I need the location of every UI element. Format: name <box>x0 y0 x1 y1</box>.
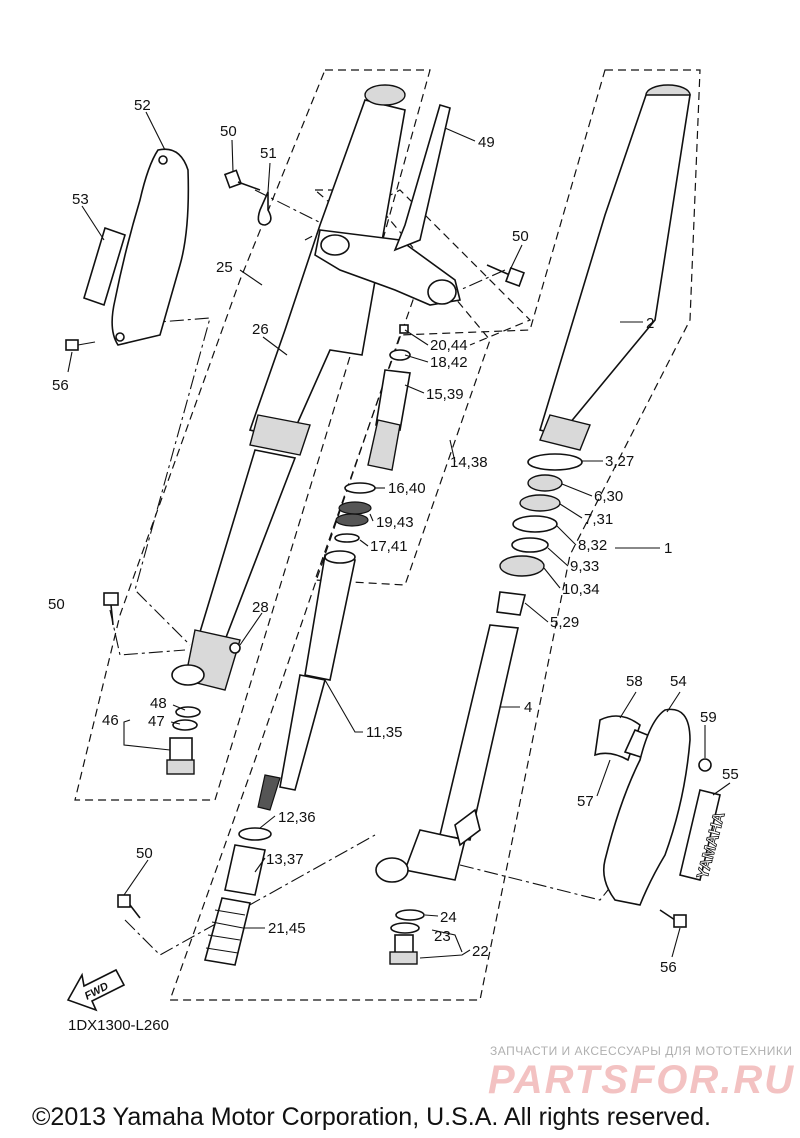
part-51-hose-clip[interactable] <box>257 191 272 226</box>
part-53-decal[interactable] <box>83 226 126 307</box>
part-8-32-slide-metal[interactable] <box>512 515 558 533</box>
label-14-38: 14,38 <box>450 454 488 471</box>
label-49: 49 <box>478 134 495 151</box>
watermark-tagline: ЗАПЧАСТИ И АКСЕССУАРЫ ДЛЯ МОТОТЕХНИКИ <box>490 1044 792 1058</box>
label-6-30: 6,30 <box>594 488 623 505</box>
guard-hole-top <box>158 155 168 165</box>
part-55-decal[interactable] <box>679 789 721 881</box>
label-50-lower: 50 <box>136 845 153 862</box>
diagram-code: 1DX1300-L260 <box>68 1017 169 1034</box>
part-28-bleed-screw[interactable] <box>229 642 241 654</box>
part-22-center-bolt[interactable] <box>389 934 418 965</box>
label-21-45: 21,45 <box>268 920 306 937</box>
fwd-arrow-icon: FWD <box>66 968 126 1012</box>
guard-hole-bottom <box>115 332 125 342</box>
part-50-bolt-top[interactable] <box>223 169 261 191</box>
part-9-33-washer[interactable] <box>511 537 549 553</box>
group-outline-left-fork <box>74 69 431 801</box>
part-50-bolt-left-lower[interactable] <box>103 592 119 626</box>
part-50-bolt-bracket[interactable] <box>486 264 525 287</box>
label-2: 2 <box>646 315 654 332</box>
label-28: 28 <box>252 599 269 616</box>
label-53: 53 <box>72 191 89 208</box>
label-56-left: 56 <box>52 377 69 394</box>
label-18-42: 18,42 <box>430 354 468 371</box>
part-11-35-damper-rod[interactable] <box>257 550 356 811</box>
part-2-outer-tube-right[interactable] <box>538 84 691 451</box>
label-19-43: 19,43 <box>376 514 414 531</box>
label-5-29: 5,29 <box>550 614 579 631</box>
label-25: 25 <box>216 259 233 276</box>
label-10-34: 10,34 <box>562 581 600 598</box>
part-49-steering-stem[interactable] <box>393 104 451 252</box>
part-15-39-spring-seat[interactable] <box>367 324 411 471</box>
label-17-41: 17,41 <box>370 538 408 555</box>
label-55: 55 <box>722 766 739 783</box>
part-47-gasket[interactable] <box>172 719 198 731</box>
label-3-27: 3,27 <box>605 453 634 470</box>
assembly-line-lower-left <box>124 834 376 956</box>
part-labels: 52 53 50 51 25 26 56 49 50 2 20,44 18,42… <box>48 97 739 976</box>
part-12-36-oring[interactable] <box>238 827 272 841</box>
part-24-washer[interactable] <box>395 909 425 921</box>
part-4-inner-tube[interactable] <box>375 624 519 883</box>
label-50-bracket: 50 <box>512 228 529 245</box>
label-24: 24 <box>440 909 457 926</box>
label-22: 22 <box>472 943 489 960</box>
assembly-line-left <box>119 317 211 646</box>
label-16-40: 16,40 <box>388 480 426 497</box>
watermark-brand: PARTSFOR.RU <box>488 1058 795 1102</box>
part-48-washer[interactable] <box>175 706 201 718</box>
label-4: 4 <box>524 699 532 716</box>
part-56-bolt-right[interactable] <box>659 909 687 928</box>
label-13-37: 13,37 <box>266 851 304 868</box>
label-15-39: 15,39 <box>426 386 464 403</box>
label-54: 54 <box>670 673 687 690</box>
label-47: 47 <box>148 713 165 730</box>
part-59-nut[interactable] <box>698 758 712 772</box>
part-21-45-spring[interactable] <box>203 897 251 966</box>
part-25-under-bracket[interactable] <box>314 229 461 306</box>
part-52-fork-guard[interactable] <box>111 148 190 346</box>
part-6-30-oil-seal[interactable] <box>527 474 563 492</box>
assembly-line-bolt-50b <box>459 269 506 291</box>
label-59: 59 <box>700 709 717 726</box>
label-26: 26 <box>252 321 269 338</box>
label-58: 58 <box>626 673 643 690</box>
leader-lines <box>67 111 731 959</box>
part-3-27-circlip[interactable] <box>527 453 583 471</box>
part-56-bolt-shank-left <box>77 341 96 346</box>
label-9-33: 9,33 <box>570 558 599 575</box>
part-10-34-bushing[interactable] <box>499 555 545 577</box>
part-5-29-piston-metal[interactable] <box>496 591 526 616</box>
part-13-37-collar[interactable] <box>224 844 266 896</box>
copyright-notice: ©2013 Yamaha Motor Corporation, U.S.A. A… <box>32 1103 711 1131</box>
part-16-40-oring-set[interactable] <box>334 482 376 543</box>
part-56-bolt-head-left[interactable] <box>65 339 79 351</box>
label-46: 46 <box>102 712 119 729</box>
assembly-line-bottom-bolt-left <box>109 609 186 656</box>
label-56-right: 56 <box>660 959 677 976</box>
label-50-left-lower: 50 <box>48 596 65 613</box>
part-7-31-dust-seal[interactable] <box>519 494 561 512</box>
part-46-base-valve-bolt[interactable] <box>166 737 195 775</box>
part-26-outer-tube-left[interactable] <box>171 84 406 691</box>
label-7-31: 7,31 <box>584 511 613 528</box>
label-51: 51 <box>260 145 277 162</box>
part-50-bolt-lower[interactable] <box>117 894 141 919</box>
label-1: 1 <box>664 540 672 557</box>
label-12-36: 12,36 <box>278 809 316 826</box>
label-48: 48 <box>150 695 167 712</box>
part-23-gasket[interactable] <box>390 922 420 934</box>
label-23: 23 <box>434 928 451 945</box>
label-11-35: 11,35 <box>366 724 402 741</box>
label-50-top: 50 <box>220 123 237 140</box>
label-20-44: 20,44 <box>430 337 468 354</box>
label-8-32: 8,32 <box>578 537 607 554</box>
part-54-fork-guard[interactable] <box>602 708 691 906</box>
label-57: 57 <box>577 793 594 810</box>
label-52: 52 <box>134 97 151 114</box>
